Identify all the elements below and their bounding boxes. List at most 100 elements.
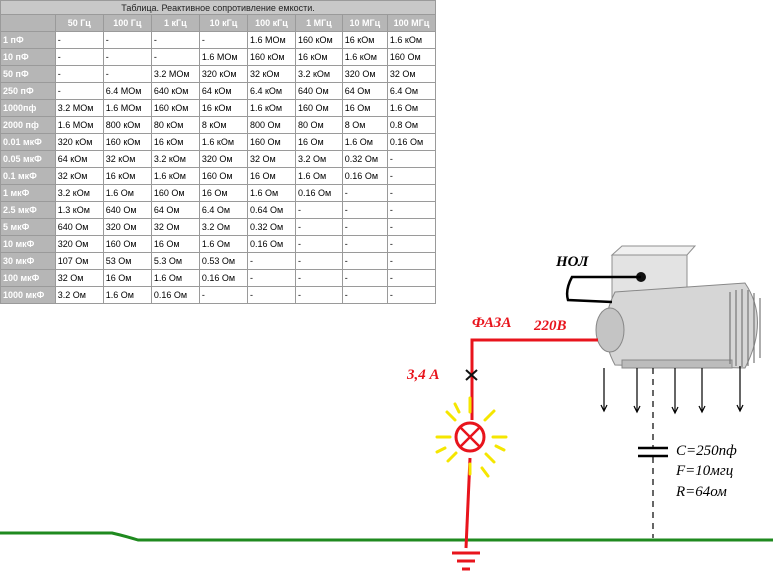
row-header: 100 мкФ xyxy=(0,269,56,287)
table-cell: 1.6 Ом xyxy=(246,184,296,202)
reactance-table: Таблица. Реактивное сопротивление емкост… xyxy=(0,0,437,304)
table-cell: 1.6 кОм xyxy=(246,99,296,117)
table-cell: 1.6 Ом xyxy=(150,269,200,287)
ground-line xyxy=(0,531,773,542)
table-cell: - xyxy=(341,184,388,202)
row-header: 1 мкФ xyxy=(0,184,56,202)
table-cell: 320 Ом xyxy=(54,235,104,253)
table-cell: 16 Ом xyxy=(341,99,388,117)
neutral-label: НОЛ xyxy=(555,254,589,270)
row-header: 1 пФ xyxy=(0,31,56,49)
table-cell: - xyxy=(386,167,437,185)
leakage-arrow xyxy=(633,368,641,414)
table-cell: 5.3 Ом xyxy=(150,252,200,270)
table-cell: 1.6 Ом xyxy=(341,133,388,151)
current-label: 3,4 А xyxy=(406,367,440,383)
column-header: 50 Гц xyxy=(54,14,104,32)
table-cell: 800 Ом xyxy=(246,116,296,134)
table-cell: - xyxy=(294,286,343,304)
table-cell: - xyxy=(341,252,388,270)
table-cell: - xyxy=(102,65,152,83)
table-cell: 160 Ом xyxy=(386,48,437,66)
table-cell: 160 кОм xyxy=(294,31,343,49)
current-marker xyxy=(465,369,478,381)
table-cell: 0.32 Ом xyxy=(341,150,388,168)
table-cell: 3.2 кОм xyxy=(294,65,343,83)
table-cell: 1.6 Ом xyxy=(198,235,248,253)
table-cell: - xyxy=(341,201,388,219)
table-cell: 0.64 Ом xyxy=(246,201,296,219)
table-cell: - xyxy=(341,235,388,253)
generator xyxy=(595,245,761,369)
table-cell: 1.6 Ом xyxy=(386,99,437,117)
table-cell: 32 кОм xyxy=(54,167,104,185)
table-cell: 6.4 МОм xyxy=(102,82,152,100)
table-cell: - xyxy=(198,31,248,49)
leakage-arrow xyxy=(736,366,744,413)
table-cell: - xyxy=(198,286,248,304)
table-cell: 160 Ом xyxy=(246,133,296,151)
table-cell: 64 кОм xyxy=(198,82,248,100)
leakage-arrow xyxy=(698,368,706,414)
generator-body xyxy=(605,282,758,369)
table-cell: 1.6 МОм xyxy=(102,99,152,117)
table-cell: 1.6 кОм xyxy=(150,167,200,185)
table-cell: - xyxy=(54,48,104,66)
generator-terminal-box-top xyxy=(610,245,697,256)
generator-shaft-end xyxy=(595,307,625,353)
voltage-label: 220В xyxy=(533,318,567,334)
generator-feet xyxy=(621,359,733,369)
table-cell: 1.3 кОм xyxy=(54,201,104,219)
table-cell: - xyxy=(386,286,437,304)
table-cell: 0.16 Ом xyxy=(341,167,388,185)
table-cell: 8 Ом xyxy=(341,116,388,134)
table-cell: 1.6 кОм xyxy=(341,48,388,66)
ground-symbol xyxy=(452,551,480,571)
table-cell: 16 кОм xyxy=(294,48,343,66)
table-cell: 16 кОм xyxy=(341,31,388,49)
neutral-wire xyxy=(565,275,641,304)
leakage-arrows xyxy=(600,366,744,415)
column-header: 100 кГц xyxy=(246,14,296,32)
table-cell: - xyxy=(341,269,388,287)
table-cell: 160 Ом xyxy=(150,184,200,202)
table-cell: 0.16 Ом xyxy=(294,184,343,202)
lamp xyxy=(454,421,486,453)
table-cell: 32 Ом xyxy=(54,269,104,287)
row-header: 1000пф xyxy=(0,99,56,117)
table-cell: 1.6 МОм xyxy=(198,48,248,66)
table-cell: 6.4 кОм xyxy=(246,82,296,100)
column-header: 10 МГц xyxy=(341,14,388,32)
table-cell: 3.2 МОм xyxy=(150,65,200,83)
table-cell: 0.8 Ом xyxy=(386,116,437,134)
table-cell: 53 Ом xyxy=(102,252,152,270)
table-cell: 3.2 кОм xyxy=(150,150,200,168)
table-cell: 0.16 Ом xyxy=(150,286,200,304)
leakage-arrow xyxy=(671,368,679,415)
table-cell: 32 Ом xyxy=(386,65,437,83)
leakage-arrow xyxy=(600,368,608,413)
reactance-label: R=64ом xyxy=(675,484,727,500)
table-cell: - xyxy=(386,201,437,219)
table-cell: 1.6 Ом xyxy=(102,184,152,202)
table-cell: 16 кОм xyxy=(198,99,248,117)
table-cell: 640 Ом xyxy=(294,82,343,100)
column-header: 1 МГц xyxy=(294,14,343,32)
table-cell: 1.6 МОм xyxy=(54,116,104,134)
table-cell: 320 Ом xyxy=(102,218,152,236)
table-cell: 160 кОм xyxy=(102,133,152,151)
table-cell: 3.2 кОм xyxy=(54,184,104,202)
column-header: 1 кГц xyxy=(150,14,200,32)
